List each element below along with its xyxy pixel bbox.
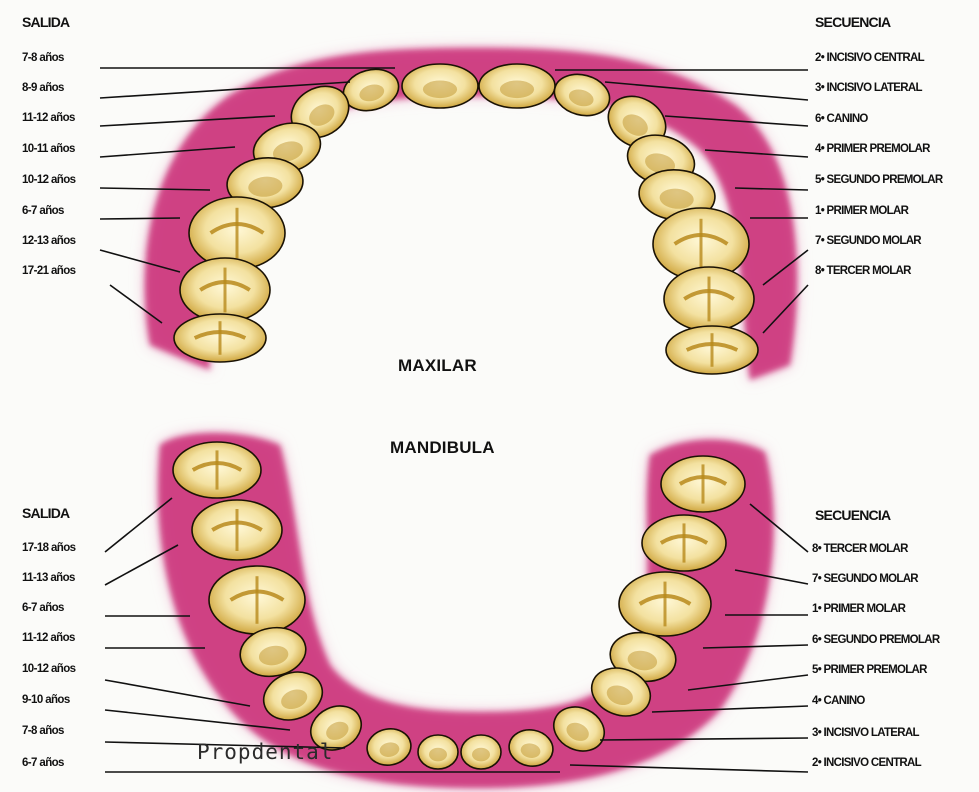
lower-tooth: [173, 442, 261, 498]
lower-sequence-label: 6• SEGUNDO PREMOLAR: [812, 634, 939, 646]
lower-sequence-header: SECUENCIA: [815, 507, 890, 523]
lower-age-label: 11-13 años: [22, 572, 75, 584]
maxilar-label: MAXILAR: [398, 356, 477, 376]
upper-sequence-label: 1• PRIMER MOLAR: [815, 205, 908, 217]
lower-tooth: [209, 566, 305, 634]
lower-sequence-label: 1• PRIMER MOLAR: [812, 603, 905, 615]
upper-tooth: [174, 314, 266, 362]
lower-tooth: [418, 735, 458, 769]
upper-age-label: 8-9 años: [22, 82, 64, 94]
lower-sequence-label: 7• SEGUNDO MOLAR: [812, 573, 918, 585]
mandibula-label: MANDIBULA: [390, 438, 495, 458]
upper-age-label: 7-8 años: [22, 52, 64, 64]
lower-tooth: [661, 456, 745, 512]
upper-age-label: 11-12 años: [22, 112, 75, 124]
upper-age-label: 17-21 años: [22, 265, 75, 277]
upper-tooth: [189, 197, 285, 269]
lower-sequence-label: 5• PRIMER PREMOLAR: [812, 664, 927, 676]
lower-age-label: 17-18 años: [22, 542, 75, 554]
upper-sequence-label: 5• SEGUNDO PREMOLAR: [815, 174, 942, 186]
propdental-watermark: Propdental: [197, 740, 333, 764]
lower-sequence-label: 2• INCISIVO CENTRAL: [812, 757, 921, 769]
upper-tooth: [666, 326, 758, 374]
lower-tooth: [461, 735, 501, 769]
upper-tooth: [664, 267, 754, 331]
lower-age-label: 11-12 años: [22, 632, 75, 644]
upper-sequence-label: 6• CANINO: [815, 113, 868, 125]
lower-sequence-label: 8• TERCER MOLAR: [812, 543, 908, 555]
lower-sequence-label: 3• INCISIVO LATERAL: [812, 727, 919, 739]
upper-sequence-header: SECUENCIA: [815, 14, 890, 30]
upper-sequence-label: 7• SEGUNDO MOLAR: [815, 235, 921, 247]
upper-sequence-label: 4• PRIMER PREMOLAR: [815, 143, 930, 155]
lower-age-label: 9-10 años: [22, 694, 70, 706]
upper-eruption-header: SALIDA: [22, 14, 69, 30]
upper-age-label: 12-13 años: [22, 235, 75, 247]
lower-age-label: 10-12 años: [22, 663, 75, 675]
upper-tooth: [479, 64, 555, 108]
lower-tooth: [619, 572, 711, 636]
lower-age-label: 6-7 años: [22, 602, 64, 614]
upper-sequence-label: 8• TERCER MOLAR: [815, 265, 911, 277]
upper-age-label: 6-7 años: [22, 205, 64, 217]
lower-tooth: [642, 515, 726, 571]
upper-tooth: [180, 258, 270, 322]
upper-sequence-label: 2• INCISIVO CENTRAL: [815, 52, 924, 64]
lower-tooth: [192, 500, 282, 560]
leader-line: [100, 218, 180, 219]
upper-tooth: [402, 64, 478, 108]
upper-age-label: 10-12 años: [22, 174, 75, 186]
lower-age-label: 6-7 años: [22, 757, 64, 769]
lower-sequence-label: 4• CANINO: [812, 695, 865, 707]
lower-eruption-header: SALIDA: [22, 505, 69, 521]
lower-age-label: 7-8 años: [22, 725, 64, 737]
upper-age-label: 10-11 años: [22, 143, 75, 155]
upper-sequence-label: 3• INCISIVO LATERAL: [815, 82, 922, 94]
